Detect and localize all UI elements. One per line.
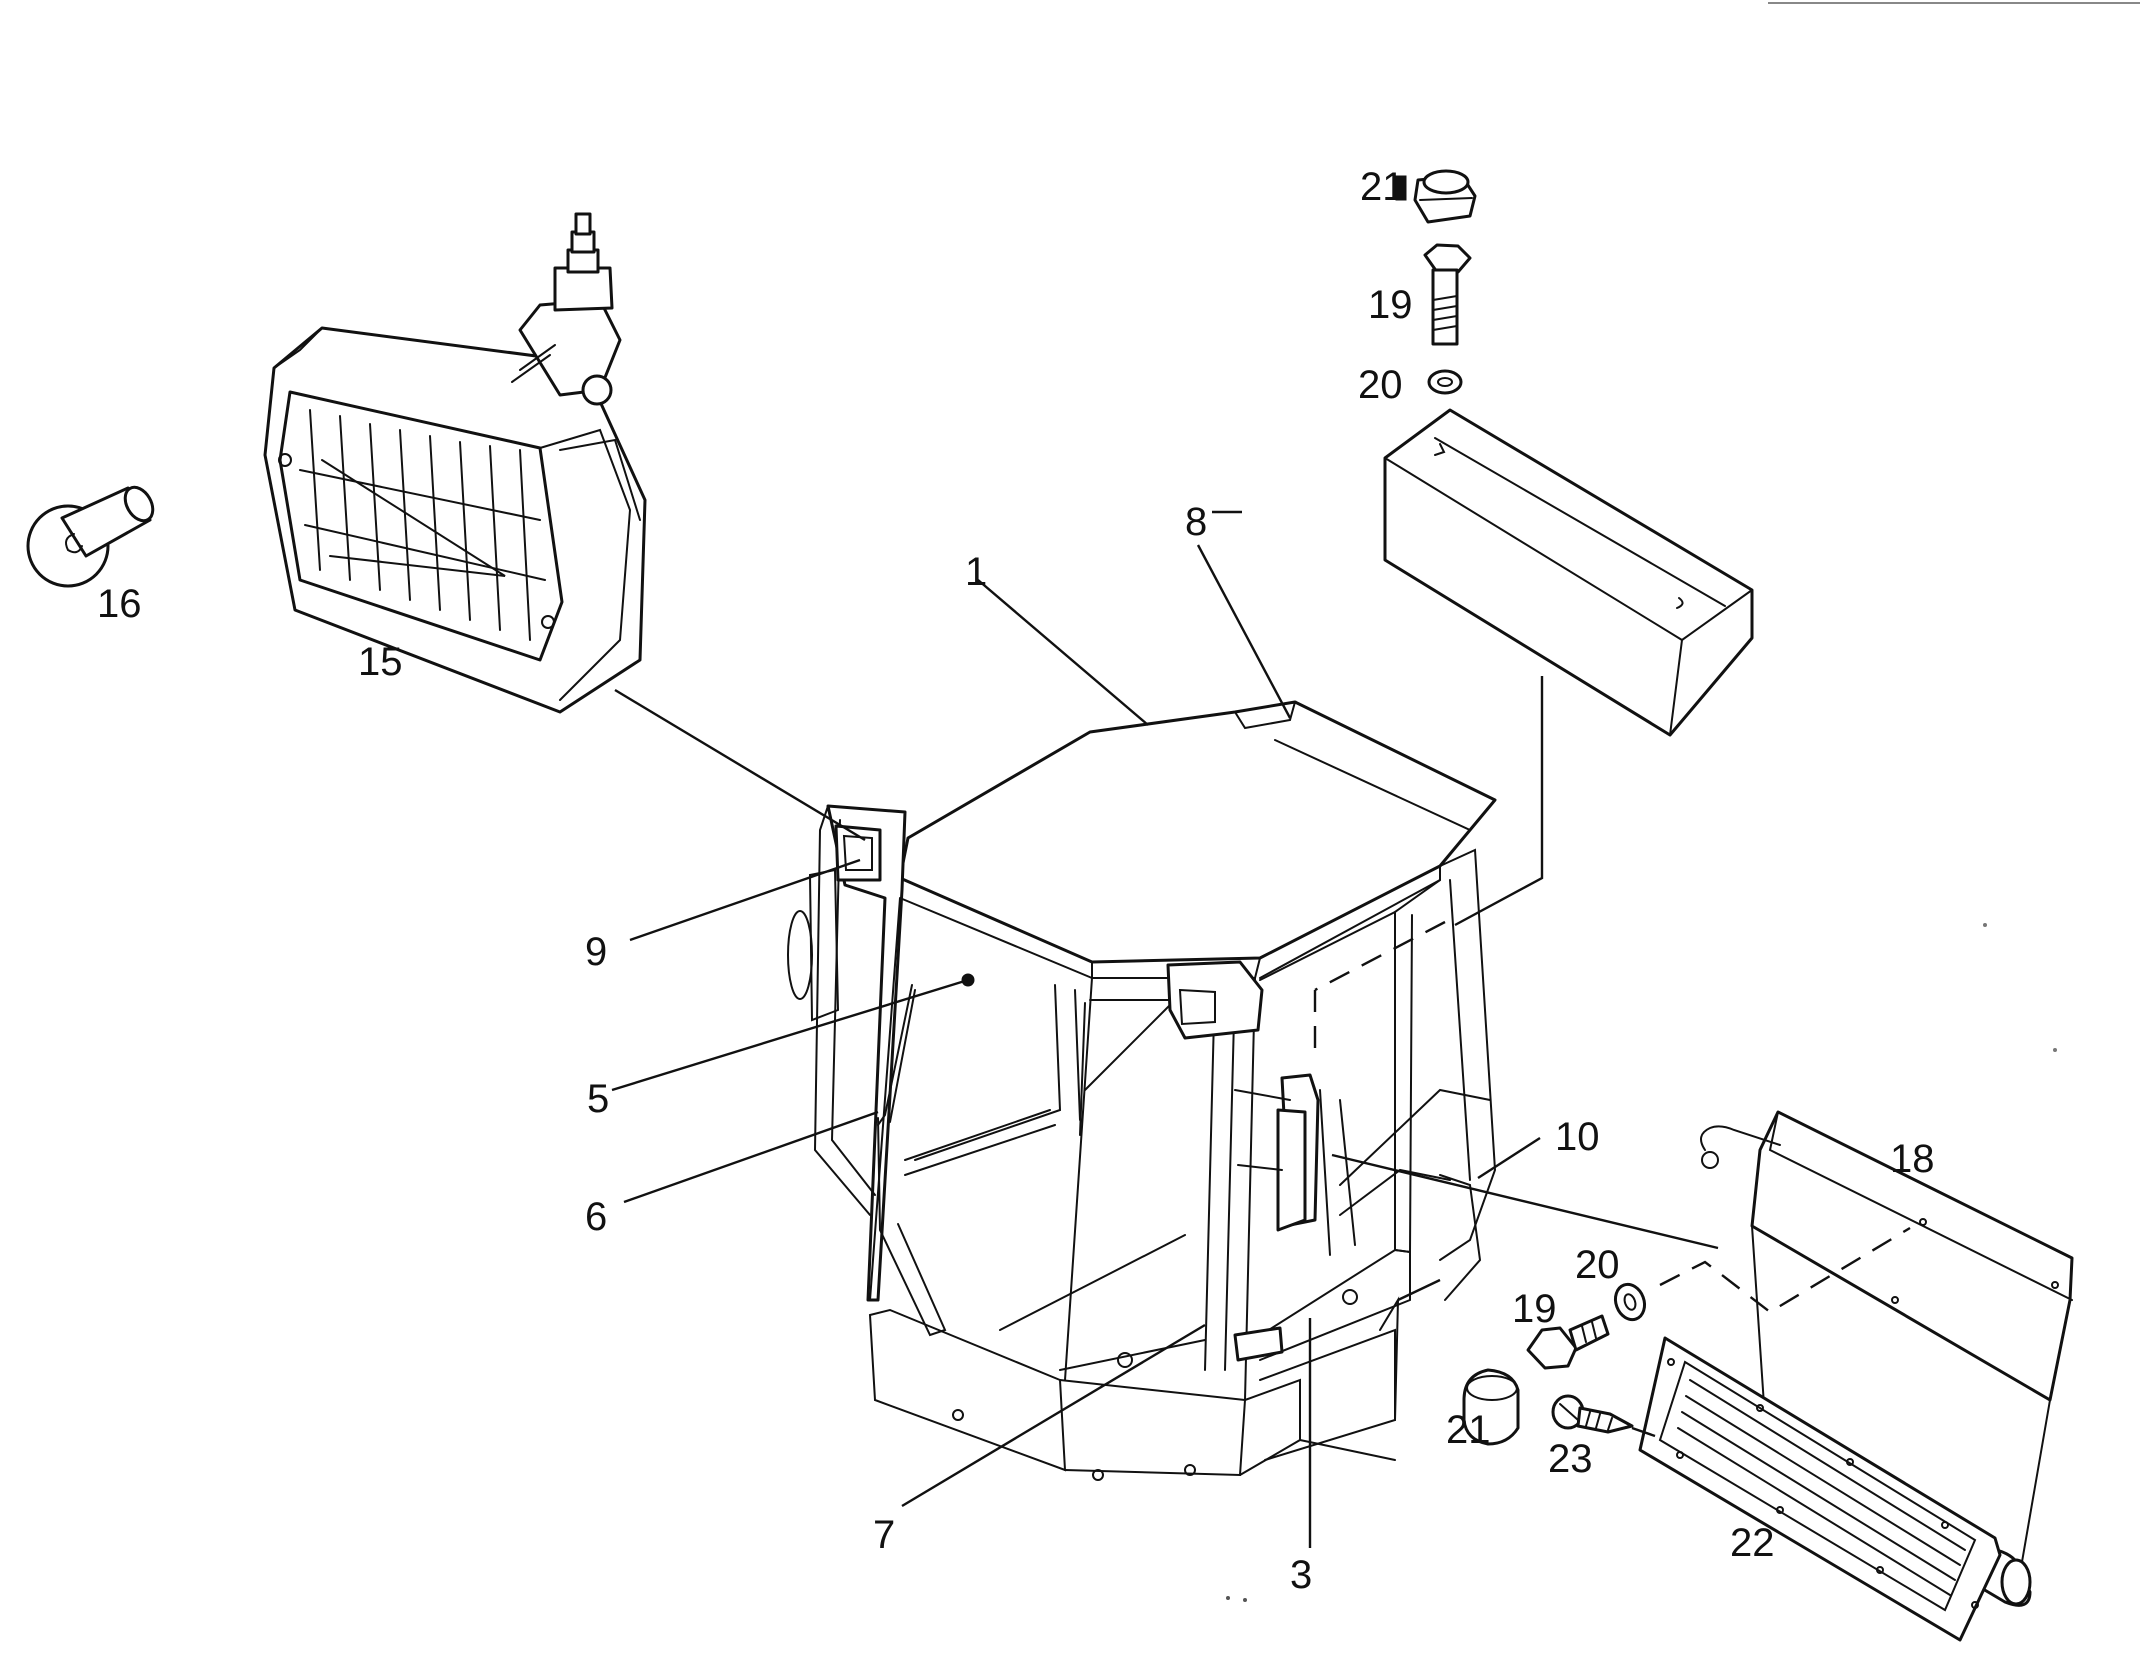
scan-specks bbox=[1226, 3, 2140, 1602]
part-label-19-top: 19 bbox=[1368, 283, 1413, 327]
work-lamp-part-15 bbox=[265, 214, 645, 712]
part-label-8: 8 bbox=[1185, 500, 1207, 544]
part-label-20-top: 20 bbox=[1358, 363, 1403, 407]
top-fasteners bbox=[1396, 171, 1475, 393]
part-labels: 1 8 15 16 9 5 6 7 3 10 18 20 19 21 23 22… bbox=[97, 165, 1935, 1597]
grille-part-22 bbox=[1640, 1338, 2000, 1640]
part-label-19-right: 19 bbox=[1512, 1287, 1557, 1331]
part-label-23: 23 bbox=[1548, 1437, 1593, 1481]
part-label-18: 18 bbox=[1890, 1137, 1935, 1181]
part-label-20-right: 20 bbox=[1575, 1243, 1620, 1287]
cab-part-1 bbox=[788, 702, 1495, 1480]
bulb-part-16 bbox=[28, 482, 158, 586]
part-label-5: 5 bbox=[587, 1077, 609, 1121]
part-label-9: 9 bbox=[585, 930, 607, 974]
part-label-16: 16 bbox=[97, 582, 142, 626]
part-label-15: 15 bbox=[358, 640, 403, 684]
part-label-7: 7 bbox=[873, 1513, 895, 1557]
leader-lines bbox=[612, 512, 1910, 1548]
part-label-1: 1 bbox=[965, 550, 987, 594]
part-label-21-right: 21 bbox=[1446, 1408, 1491, 1452]
right-fasteners bbox=[1464, 1280, 1649, 1444]
part-label-21-top: 21 bbox=[1360, 165, 1405, 209]
part-label-6: 6 bbox=[585, 1195, 607, 1239]
air-filter-housing bbox=[1385, 410, 1752, 735]
part-label-22: 22 bbox=[1730, 1521, 1775, 1565]
part-label-3: 3 bbox=[1290, 1553, 1312, 1597]
part-label-10: 10 bbox=[1555, 1115, 1600, 1159]
